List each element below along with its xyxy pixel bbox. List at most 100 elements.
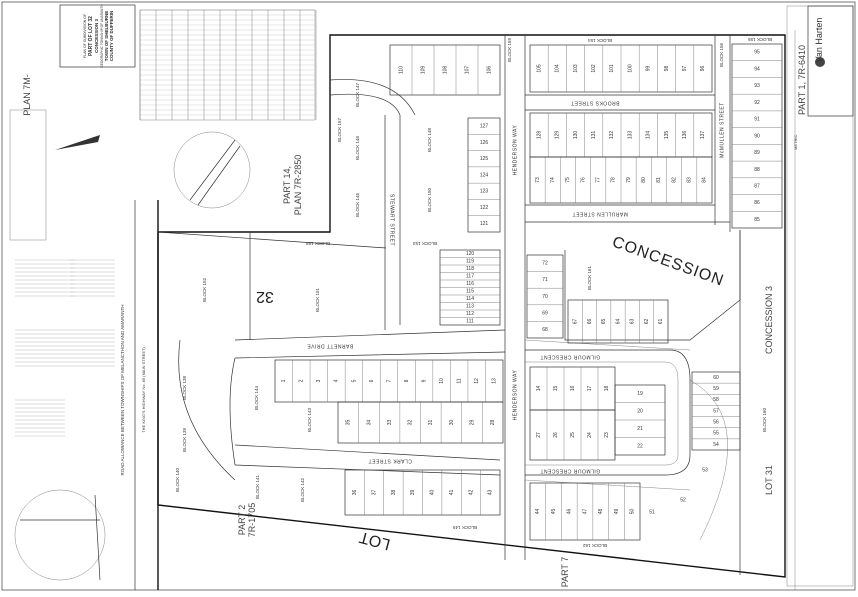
lot-number: 53: [702, 467, 708, 473]
lot-number: 93: [754, 83, 760, 89]
lot-number: 56: [713, 419, 719, 425]
lot-number: 10: [439, 378, 445, 384]
block-labels: BLOCK 147 BLOCK 146 BLOCK 145 BLOCK 157 …: [175, 37, 772, 548]
streets: [178, 35, 741, 575]
lot-number: 61: [658, 319, 664, 325]
lot-number: 52: [680, 497, 686, 503]
lot-number: 92: [754, 100, 760, 106]
lot-number: 22: [637, 444, 643, 450]
lot-number: 51: [649, 509, 655, 515]
lot-number: 126: [480, 140, 489, 146]
lot-number: 116: [466, 281, 474, 287]
lot-number: 3: [316, 379, 322, 382]
lot-number: 111: [466, 319, 474, 325]
lot-number: 81: [656, 177, 662, 183]
lot-number: 75: [565, 177, 571, 183]
lot-number: 106: [486, 66, 492, 75]
lot-number: 96: [700, 66, 706, 72]
lot-number: 89: [754, 150, 760, 156]
lot-number: 64: [615, 319, 621, 325]
lot-number: 82: [671, 177, 677, 183]
lot-number: 8: [404, 379, 410, 382]
firm-name: Van Harten: [814, 18, 824, 63]
lot-group: [526, 254, 564, 339]
lot-number: 18: [604, 386, 610, 392]
lot-number: 113: [466, 304, 474, 310]
lot-number: 94: [754, 66, 760, 72]
block-label: BLOCK 149: [452, 525, 477, 530]
plan-number-label: PLAN 7M-: [22, 74, 32, 116]
detail-circle-2: [14, 489, 106, 581]
block-label: BLOCK 153: [412, 241, 437, 246]
lot-number: 70: [542, 294, 548, 300]
part-7-label: PART 7: [560, 557, 570, 588]
lot-number: 24: [587, 432, 593, 438]
firm-title-block: Van Harten METRIC: [786, 5, 854, 587]
lot-number: 58: [713, 397, 719, 403]
lot-number: 86: [754, 200, 760, 206]
lot-number: 63: [630, 319, 636, 325]
lot-number: 1: [281, 379, 287, 382]
lot-number: 85: [754, 217, 760, 223]
part-14-label: PART 14,: [282, 166, 292, 204]
block-label: BLOCK 152: [202, 277, 207, 302]
lot-number: 17: [587, 386, 593, 392]
lot-number: 130: [573, 131, 579, 140]
lot-number: 67: [572, 319, 578, 325]
lot-number: 101: [609, 64, 615, 73]
lot-number: 112: [466, 311, 474, 317]
block-label: BLOCK 146: [355, 135, 360, 160]
street-label-stewart: STEWART STREET: [389, 194, 395, 246]
lot-number: 134: [646, 131, 652, 140]
block-label: BLOCK 147: [355, 82, 360, 107]
block-label: BLOCK 161: [587, 265, 592, 290]
certificate-box: [9, 109, 47, 241]
lot-number: 120: [466, 251, 475, 257]
lot-number: 11: [456, 378, 462, 383]
lot-number: 110: [398, 66, 404, 74]
part-1-label: PART 1, 7R-6410: [797, 45, 807, 115]
lot-number: 74: [550, 177, 556, 183]
lot-number: 133: [627, 131, 633, 140]
lot-number: 12: [474, 378, 480, 384]
lot-number: 32: [408, 420, 414, 426]
lot-number: 55: [713, 431, 719, 437]
lot-number: 104: [555, 64, 561, 73]
lot-number: 60: [713, 375, 719, 381]
plan-7r2850-label: PLAN 7R-2850: [293, 155, 303, 216]
lot-number: 128: [536, 131, 542, 140]
lot-number: 27: [536, 432, 542, 438]
lot-number: 2: [299, 379, 305, 382]
detail-lines-2: [20, 494, 101, 581]
lot-number: 30: [449, 420, 455, 426]
block-label: BLOCK 148: [427, 127, 432, 152]
lot-number: 33: [387, 420, 393, 426]
street-label-clark: CLARK STREET: [368, 458, 412, 464]
brooks-street: [525, 94, 715, 111]
description-line: PART OF LOT 32: [88, 16, 94, 56]
block-label: BLOCK 141: [255, 474, 260, 499]
lot-number: 129: [555, 131, 561, 140]
block-label: BLOCK 155: [747, 37, 772, 42]
lot-group: [529, 482, 641, 541]
lot-number: 95: [754, 50, 760, 56]
lot-number: 45: [551, 509, 557, 515]
lot-number: 38: [391, 490, 397, 496]
street-label-henderson-south: HENDERSON WAY: [512, 370, 518, 421]
lot-number: 57: [713, 408, 719, 414]
concession-right-label: CONCESSION 3: [764, 286, 774, 354]
lot-number: 102: [591, 64, 597, 73]
block-label: BLOCK 142: [300, 477, 305, 502]
lot-number: 7: [386, 379, 392, 382]
lot-number: 132: [609, 131, 615, 140]
street-label-barnett: BARNETT DRIVE: [307, 343, 354, 349]
title-box: [59, 4, 136, 68]
lot-number: 43: [488, 490, 494, 496]
lot-number: 23: [604, 432, 610, 438]
lot-number: 108: [442, 66, 448, 75]
lot-number: 34: [366, 420, 372, 426]
description-line: GEOGRAPHIC TOWNSHIP OF AMARANTH: [100, 4, 104, 68]
lot-number: 137: [700, 131, 706, 140]
